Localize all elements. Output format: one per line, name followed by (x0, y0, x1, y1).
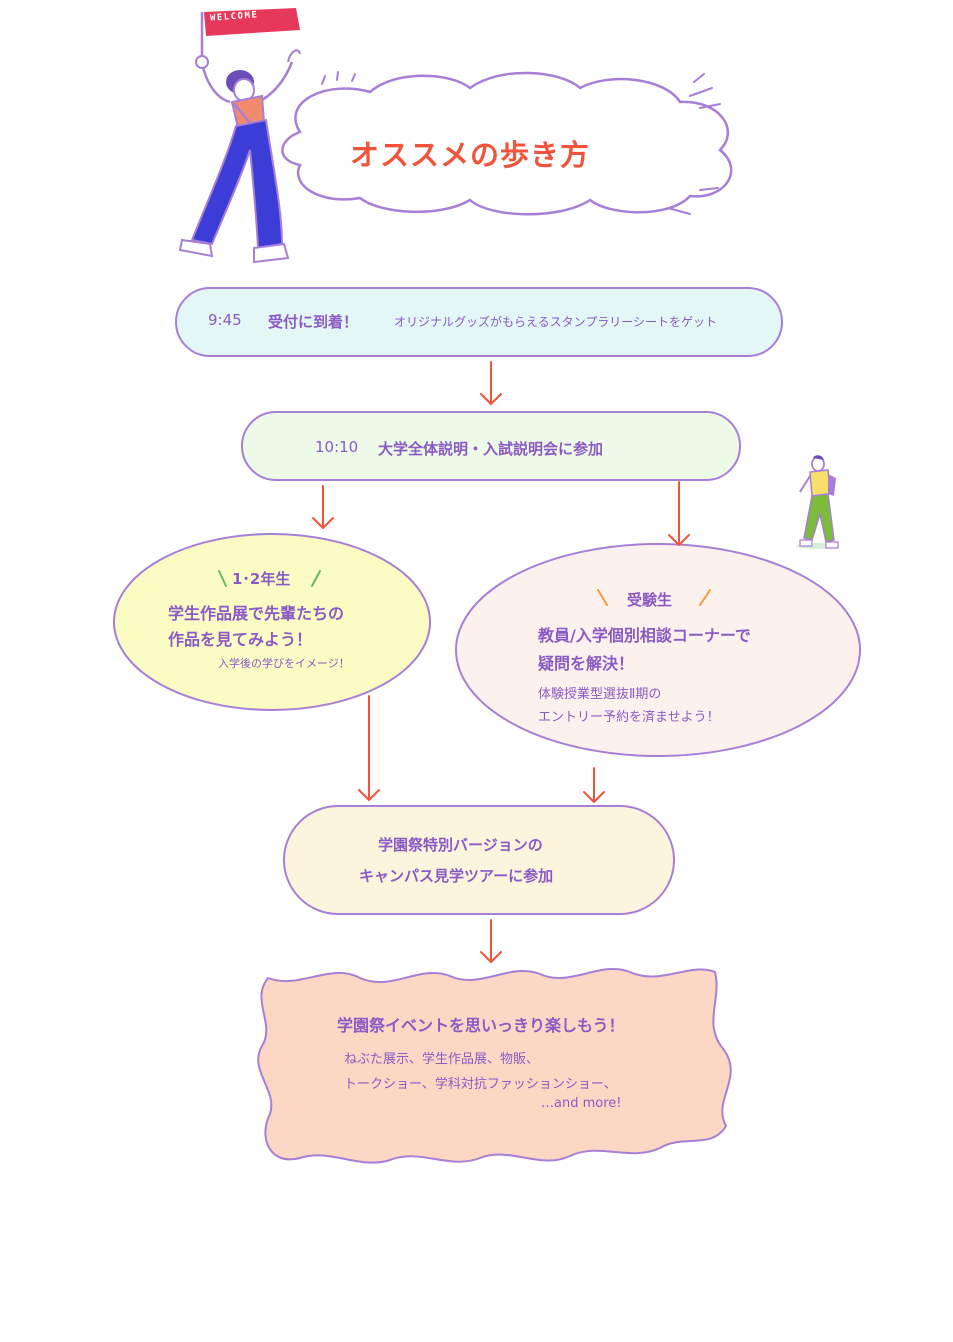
examinee-sub-line2: エントリー予約を済ませよう！ (538, 710, 720, 725)
step1-box (175, 287, 783, 357)
examinee-sub-line1: 体験授業型選抜Ⅱ期の (538, 687, 662, 702)
step2-time: 10:10 (315, 438, 359, 456)
sparkle-lines (321, 71, 721, 215)
examinee-label: 受験生 (627, 591, 673, 609)
walking-student-illustration (796, 455, 840, 549)
flow-arrows (312, 361, 690, 963)
tour-box (283, 805, 675, 915)
festival-line3: …and more! (541, 1096, 622, 1111)
step1-note: オリジナルグッズがもらえるスタンプラリーシートをゲット (394, 315, 718, 329)
title-cloud (281, 71, 733, 216)
tour-line2: キャンパス見学ツアーに参加 (359, 867, 554, 885)
grade12-main-line1: 学生作品展で先輩たちの (168, 604, 345, 623)
page-title: オススメの歩き方 (350, 138, 591, 172)
festival-burst (257, 967, 732, 1164)
step2-box (241, 411, 741, 481)
arrow-2-right (668, 481, 690, 546)
arrow-2-left (312, 485, 334, 529)
arrow-3-right (583, 767, 605, 803)
grade12-label: 1･2年生 (232, 570, 291, 588)
examinee-main-line2: 疑問を解決！ (538, 654, 635, 673)
welcome-girl-illustration (178, 8, 301, 264)
festival-line2: トークショー、学科対抗ファッションショー、 (344, 1077, 617, 1092)
arrow-1 (480, 361, 502, 405)
grade12-sub: 入学後の学びをイメージ！ (218, 657, 350, 670)
step2-heading: 大学全体説明・入試説明会に参加 (378, 440, 604, 458)
grade12-main-line2: 作品を見てみよう！ (168, 630, 313, 649)
step1-heading: 受付に到着！ (268, 313, 359, 331)
grade12-bubble (113, 533, 431, 711)
arrow-4 (480, 919, 502, 963)
examinee-bubble (455, 543, 861, 757)
examinee-main-line1: 教員/入学個別相談コーナーで (538, 626, 751, 645)
festival-heading: 学園祭イベントを思いっきり楽しもう！ (337, 1016, 625, 1035)
step1-time: 9:45 (208, 311, 242, 329)
tour-line1: 学園祭特別バージョンの (378, 836, 543, 854)
festival-line1: ねぶた展示、学生作品展、物販、 (344, 1052, 540, 1067)
grade12-label-slashes (218, 570, 321, 587)
examinee-label-slashes (597, 589, 711, 606)
arrow-3-left (358, 695, 380, 801)
